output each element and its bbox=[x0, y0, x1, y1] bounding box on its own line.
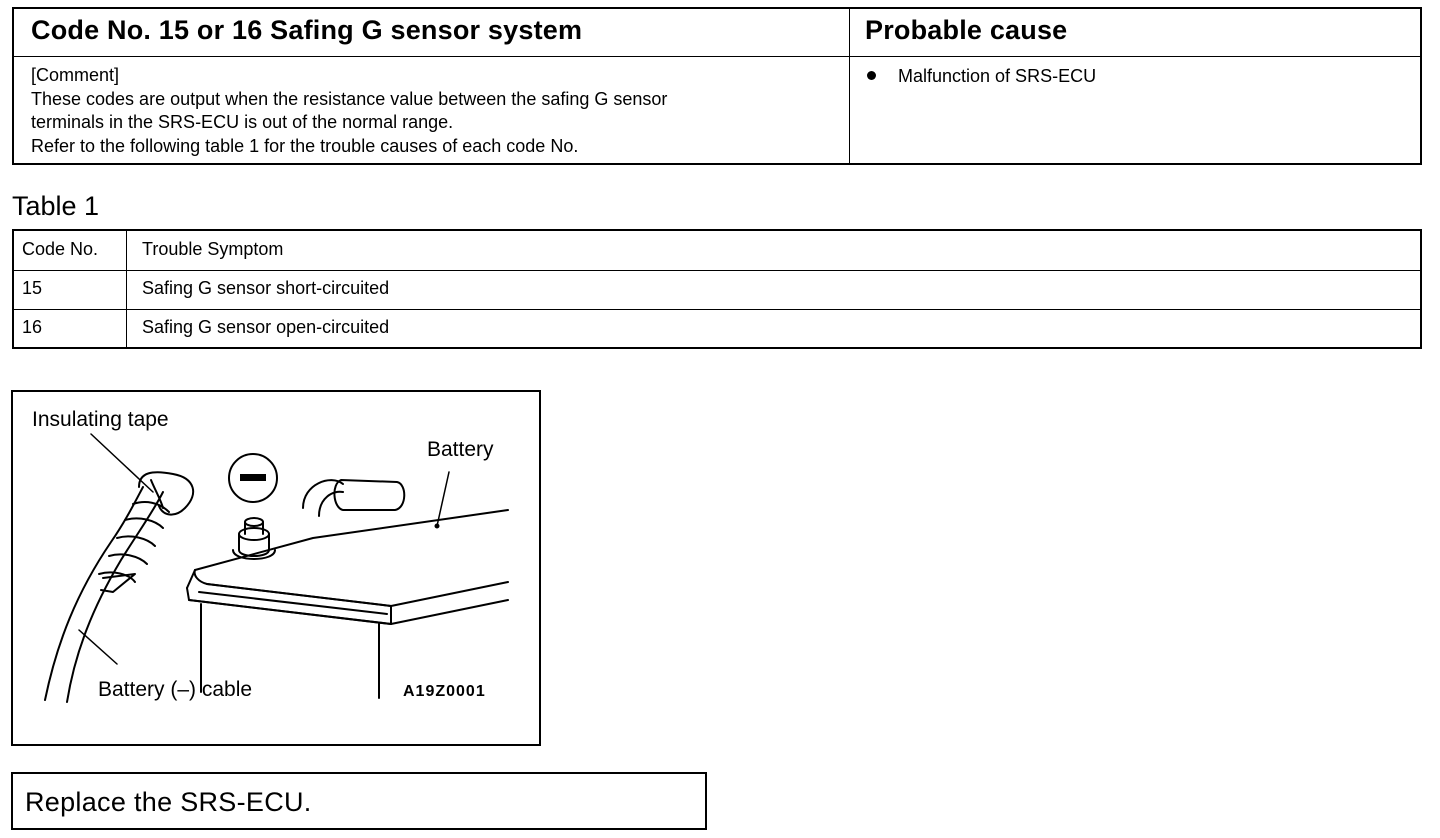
probable-cause-heading: Probable cause bbox=[865, 15, 1068, 45]
label-insulating-tape: Insulating tape bbox=[32, 408, 169, 431]
table-column-divider bbox=[126, 231, 127, 347]
action-box: Replace the SRS-ECU. bbox=[11, 772, 707, 830]
probable-cause-item: Malfunction of SRS-ECU bbox=[898, 66, 1097, 86]
comment-label: [Comment] bbox=[31, 65, 120, 85]
row-symptom: Safing G sensor open-circuited bbox=[142, 317, 390, 337]
table-row: 15 Safing G sensor short-circuited bbox=[14, 270, 1420, 310]
figure-code: A19Z0001 bbox=[403, 683, 486, 700]
code-table: Code No. 15 or 16 Safing G sensor system… bbox=[12, 7, 1422, 165]
comment-block: [Comment] These codes are output when th… bbox=[31, 64, 836, 158]
battery-cable bbox=[44, 433, 195, 703]
header-code-no: Code No. bbox=[22, 239, 99, 259]
code-table-header: Code No. 15 or 16 Safing G sensor system… bbox=[14, 9, 1420, 57]
battery-body bbox=[186, 471, 509, 699]
trouble-symptom-table: Code No. Trouble Symptom 15 Safing G sen… bbox=[12, 229, 1422, 349]
row-code: 16 bbox=[22, 317, 43, 337]
table-header-row: Code No. Trouble Symptom bbox=[14, 231, 1420, 271]
table-row: 16 Safing G sensor open-circuited bbox=[14, 309, 1420, 348]
comment-line-3: Refer to the following table 1 for the t… bbox=[31, 135, 579, 156]
action-text: Replace the SRS-ECU. bbox=[25, 787, 312, 817]
label-battery-cable: Battery (–) cable bbox=[98, 678, 253, 701]
header-trouble-symptom: Trouble Symptom bbox=[142, 239, 284, 259]
battery-drawing bbox=[44, 433, 509, 703]
battery-illustration: Insulating tape Battery Battery (–) cabl… bbox=[11, 390, 541, 746]
comment-line-1: These codes are output when the resistan… bbox=[31, 88, 668, 109]
column-divider bbox=[849, 9, 850, 163]
negative-terminal-symbol bbox=[228, 453, 278, 503]
probable-cause-list: Malfunction of SRS-ECU bbox=[867, 66, 1096, 87]
comment-line-2: terminals in the SRS-ECU is out of the n… bbox=[31, 112, 454, 132]
table1-caption: Table 1 bbox=[12, 191, 100, 221]
row-code: 15 bbox=[22, 278, 43, 298]
label-battery: Battery bbox=[427, 438, 494, 461]
bullet-icon bbox=[867, 71, 876, 80]
code-title: Code No. 15 or 16 Safing G sensor system bbox=[31, 15, 583, 45]
row-symptom: Safing G sensor short-circuited bbox=[142, 278, 390, 298]
